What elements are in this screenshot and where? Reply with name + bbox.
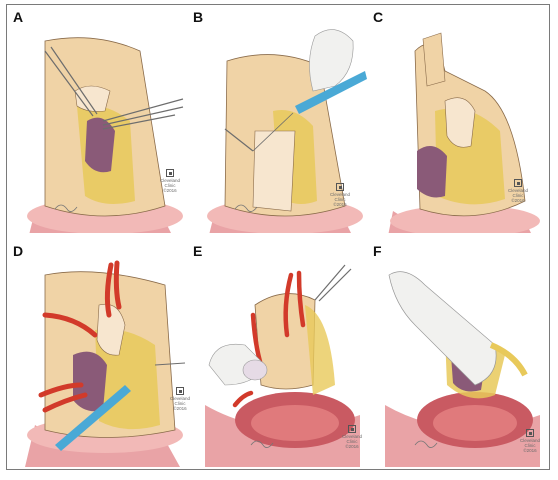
logo-line: Cleveland xyxy=(507,188,528,193)
clinic-logo: Cleveland Clinic ©2016 xyxy=(323,183,357,207)
panel-label: C xyxy=(373,9,384,25)
logo-line: Cleveland xyxy=(329,192,350,197)
surgical-illustration-d xyxy=(25,260,186,467)
logo-line: Cleveland xyxy=(341,434,362,439)
logo-line: Clinic xyxy=(512,193,524,198)
logo-line: ©2016 xyxy=(345,444,359,449)
logo-square-icon xyxy=(336,183,344,191)
clinic-logo: Cleveland Clinic ©2016 xyxy=(163,387,197,411)
logo-line: Cleveland xyxy=(159,178,180,183)
panel-label: D xyxy=(13,243,24,259)
surgical-illustration-b xyxy=(207,29,367,233)
panel-d: D Cleveland Clinic ©2016 xyxy=(13,243,190,467)
logo-line: Clinic xyxy=(164,183,176,188)
logo-line: Clinic xyxy=(334,197,346,202)
surgical-illustration-f xyxy=(385,271,540,467)
panel-b: B Cleveland Clinic ©2016 xyxy=(193,9,367,233)
logo-square-icon xyxy=(348,425,356,433)
panel-label: B xyxy=(193,9,204,25)
clinic-logo: Cleveland Clinic ©2016 xyxy=(153,169,187,193)
panel-c: C Cleveland Clinic ©2016 xyxy=(373,9,547,233)
panel-f: F Cleveland Clinic ©2016 xyxy=(373,243,547,467)
logo-square-icon xyxy=(166,169,174,177)
surgical-illustration-a xyxy=(27,37,184,233)
logo-line: Clinic xyxy=(174,401,186,406)
panel-e: E Cleveland Clinic ©2016 xyxy=(193,243,369,467)
surgical-illustration-c xyxy=(388,32,540,233)
logo-square-icon xyxy=(176,387,184,395)
logo-square-icon xyxy=(514,179,522,187)
logo-line: ©2016 xyxy=(333,202,347,207)
clinic-logo: Cleveland Clinic ©2016 xyxy=(501,179,535,203)
logo-square-icon xyxy=(526,429,534,437)
clinic-logo: Cleveland Clinic ©2016 xyxy=(513,429,547,453)
logo-line: ©2016 xyxy=(173,406,187,411)
logo-line: Clinic xyxy=(524,443,536,448)
panel-a: A Cleveland Clinic ©2016 xyxy=(13,9,187,233)
panel-label: E xyxy=(193,243,203,259)
logo-line: Clinic xyxy=(346,439,358,444)
surgical-illustration-e xyxy=(205,264,360,467)
panel-label: F xyxy=(373,243,382,259)
logo-line: Cleveland xyxy=(519,438,540,443)
logo-line: ©2016 xyxy=(163,188,177,193)
figure-frame: A Cleveland Clinic ©2016 B xyxy=(6,4,550,470)
logo-line: Cleveland xyxy=(169,396,190,401)
logo-line: ©2016 xyxy=(511,198,525,203)
panel-label: A xyxy=(13,9,24,25)
clinic-logo: Cleveland Clinic ©2016 xyxy=(335,425,369,449)
logo-line: ©2016 xyxy=(523,448,537,453)
